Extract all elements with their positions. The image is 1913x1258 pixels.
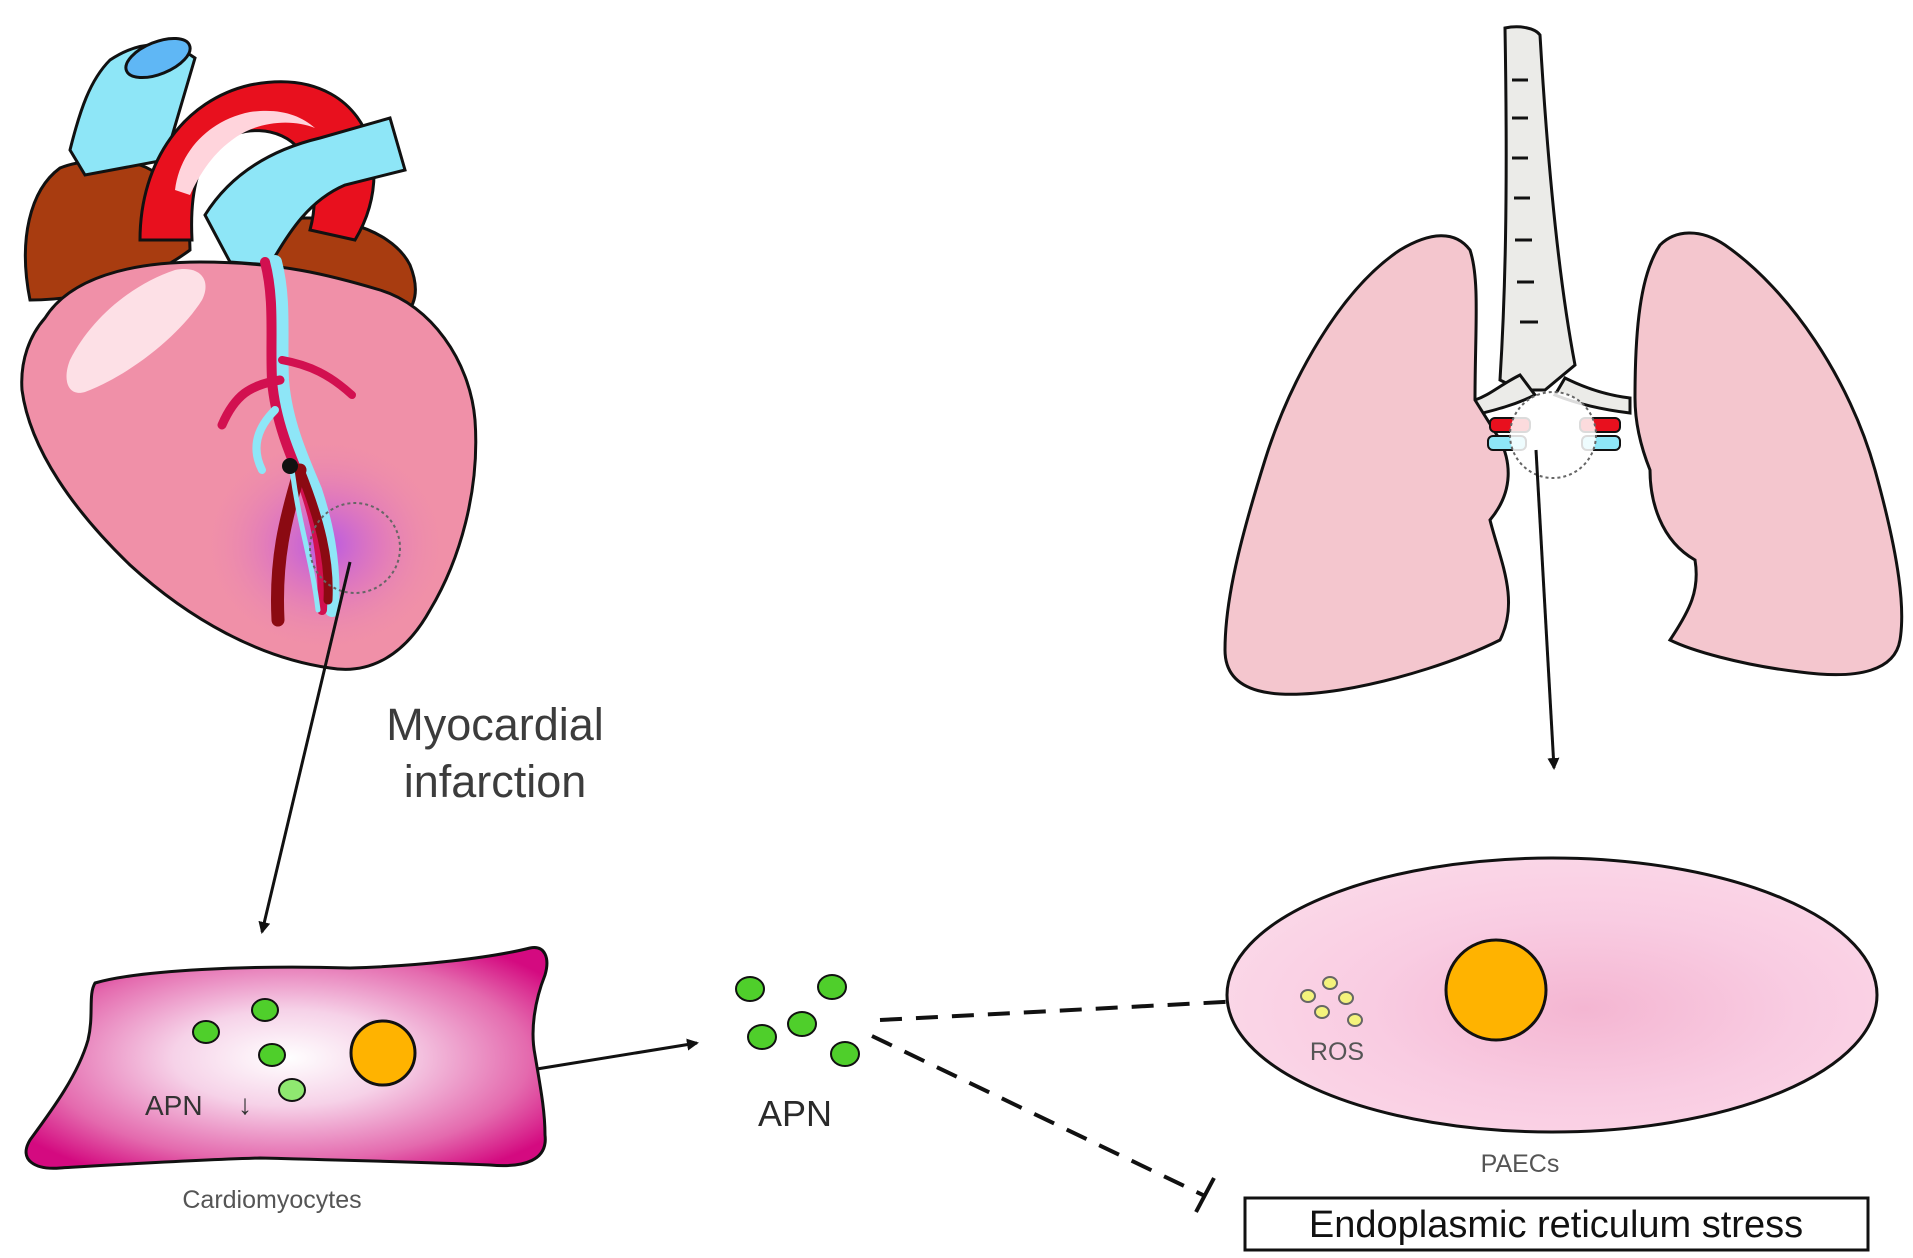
- cardiomyocyte-apn-particles: [192, 998, 306, 1102]
- arrow-heart-to-cardiomyocytes: [258, 561, 352, 934]
- heart-highlight: [66, 269, 206, 393]
- coronary-vessels: [217, 255, 356, 627]
- lung-right: [1633, 231, 1904, 677]
- cardiomyocyte-membrane: [24, 946, 549, 1170]
- apn-free-label: APN: [758, 1093, 832, 1134]
- cardiomyocytes-label: Cardiomyocytes: [182, 1186, 361, 1214]
- tracheal-rings: [1512, 78, 1538, 324]
- paec-cell: [1225, 856, 1879, 1134]
- occlusion-point: [282, 458, 298, 474]
- cardiomyocyte-cell: APN ↓: [24, 946, 549, 1170]
- lungs-illustration: [1223, 25, 1904, 696]
- arrow-lung-to-paecs: [1534, 449, 1560, 770]
- apn-cell-label: APN: [145, 1090, 203, 1121]
- lung-left: [1223, 234, 1511, 696]
- heart-vena-cava-opening: [124, 36, 192, 80]
- myocardial-infarction-label-line1: Myocardial: [386, 699, 604, 750]
- paec-nucleus: [1444, 938, 1548, 1042]
- lung-zoom-circle: [1509, 391, 1597, 479]
- ros-label: ROS: [1310, 1038, 1364, 1066]
- heart-illustration: [20, 36, 478, 671]
- circulating-apn-particles: [735, 974, 860, 1067]
- paec-membrane: [1225, 856, 1879, 1134]
- apn-decrease-arrow: ↓: [238, 1089, 252, 1120]
- heart-aorta-highlight: [175, 110, 315, 195]
- paecs-label: PAECs: [1481, 1150, 1560, 1178]
- heart-pulmonary-trunk: [203, 116, 407, 267]
- er-stress-box: [1243, 1196, 1870, 1252]
- er-stress-label: Endoplasmic reticulum stress: [1309, 1204, 1803, 1246]
- inhibit-er-stress: [871, 1034, 1216, 1213]
- trachea: [1498, 25, 1577, 392]
- myocardial-infarction-label-line2: infarction: [404, 756, 587, 807]
- heart-zoom-circle: [309, 502, 401, 594]
- inhibit-ros: [879, 981, 1274, 1022]
- cardiomyocyte-nucleus: [349, 1019, 417, 1087]
- ros-particles: [1300, 976, 1363, 1027]
